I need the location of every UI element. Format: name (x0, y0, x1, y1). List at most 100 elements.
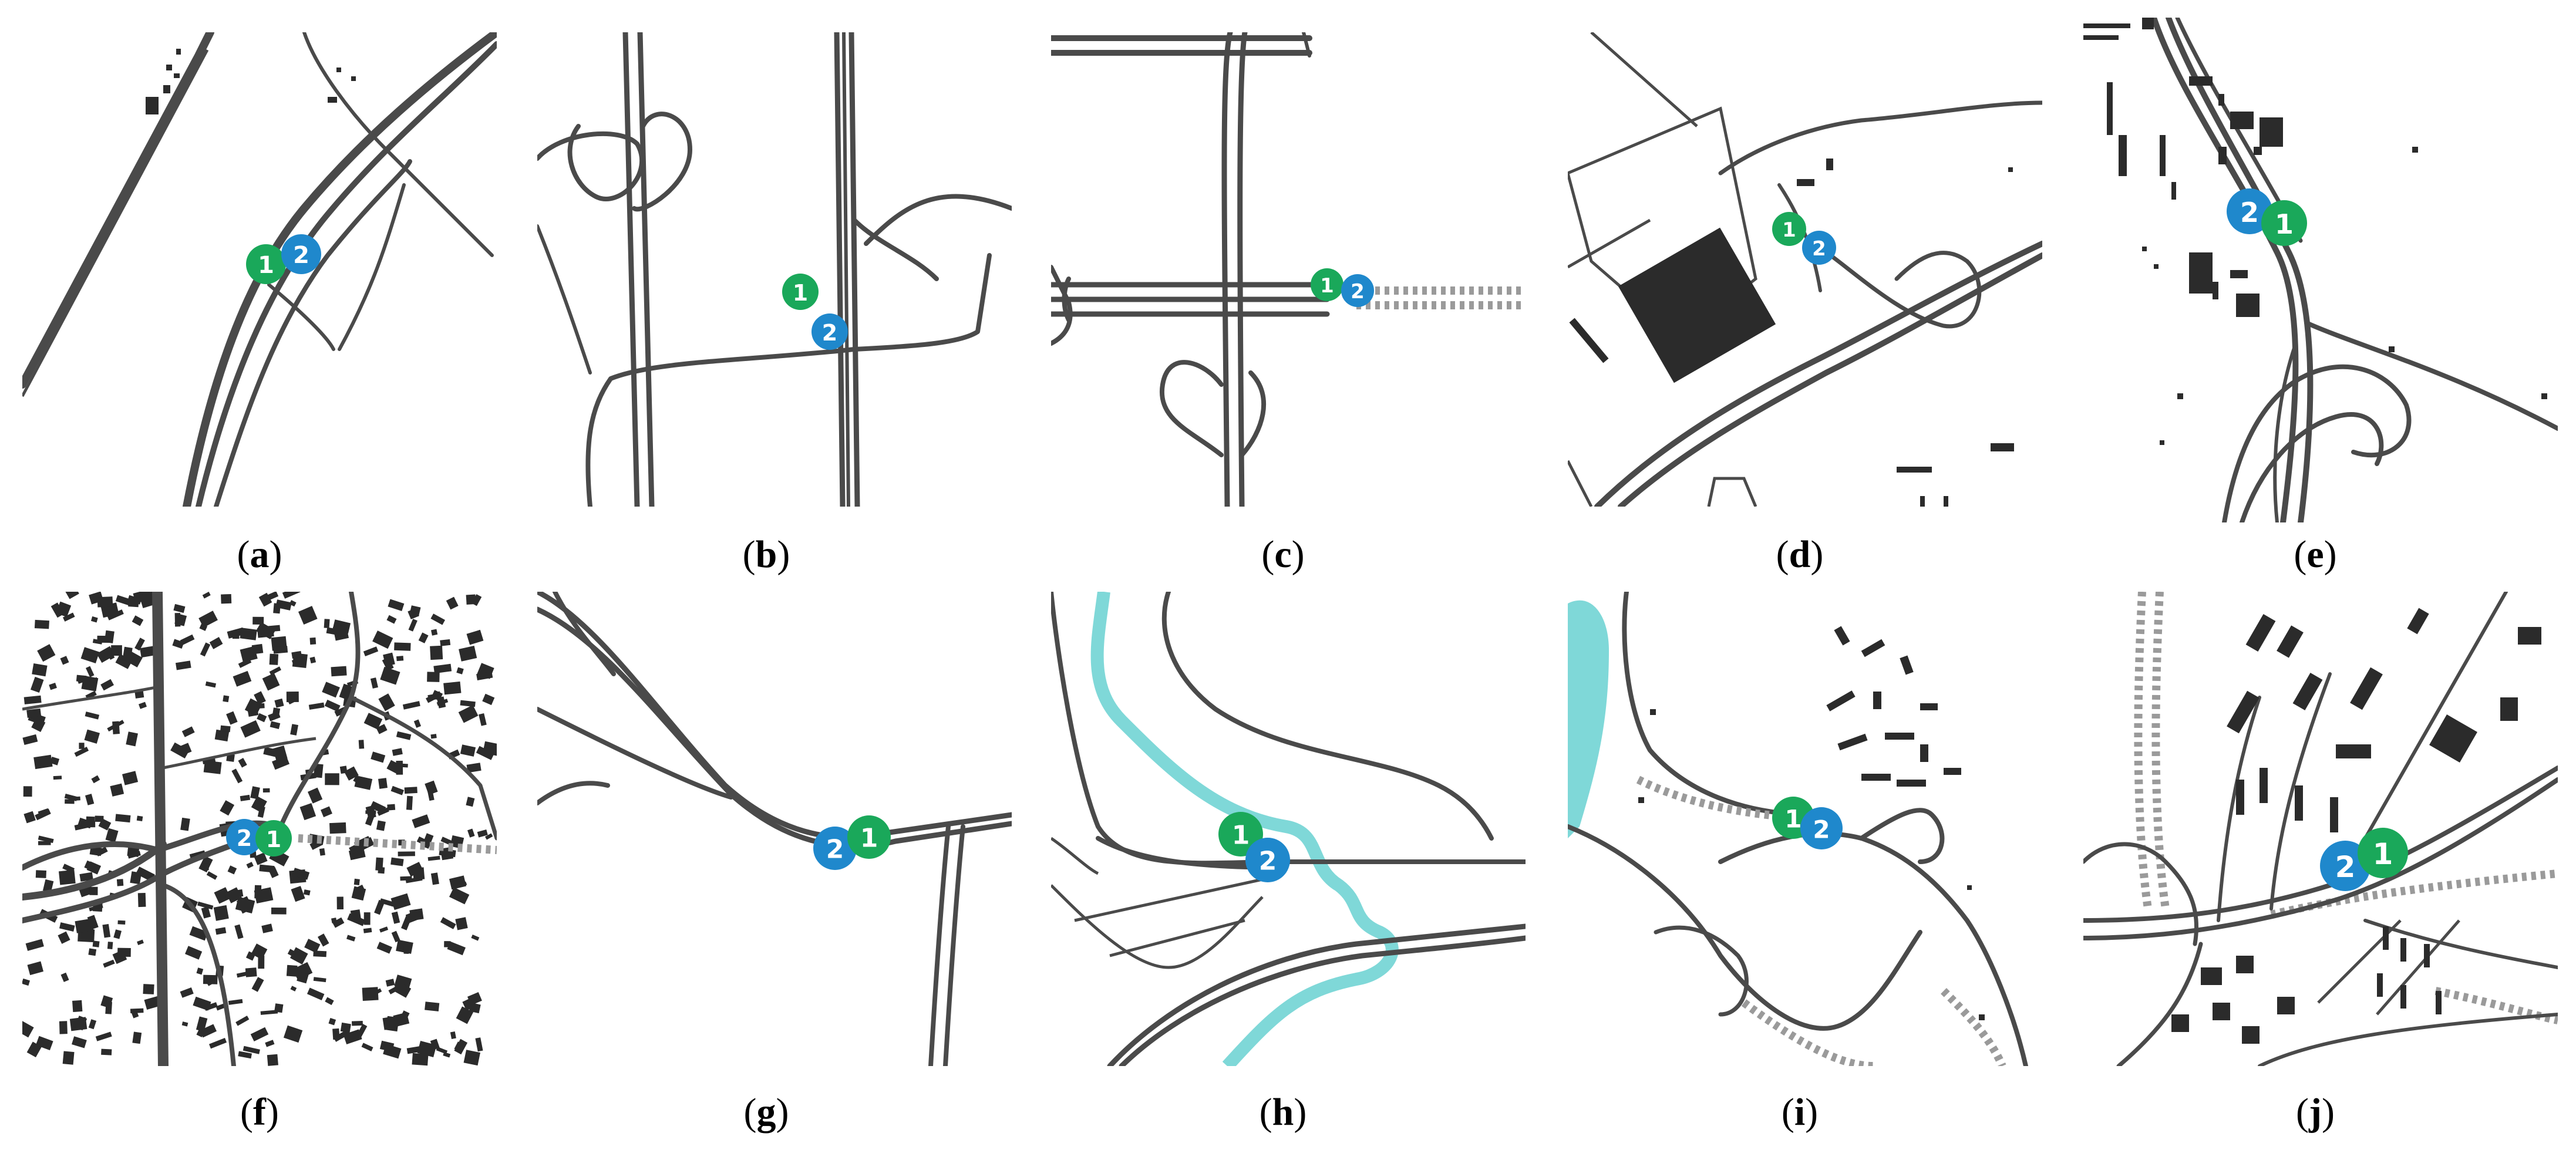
svg-text:1: 1 (1320, 274, 1334, 298)
building (214, 729, 230, 742)
building (87, 915, 99, 930)
building (144, 996, 161, 1010)
marker-2[interactable]: 2 (1800, 807, 1843, 849)
building (450, 1031, 456, 1039)
markers: 1 2 (1772, 212, 1836, 265)
building (115, 814, 131, 823)
building (112, 721, 120, 734)
marker-1[interactable]: 1 (782, 274, 819, 310)
building (26, 708, 42, 718)
building (53, 775, 62, 780)
marker-1[interactable]: 1 (1311, 268, 1343, 301)
building (382, 657, 394, 671)
building (257, 713, 267, 723)
building (313, 950, 327, 957)
building (430, 872, 439, 885)
building (274, 1003, 284, 1013)
building (372, 630, 393, 649)
svg-text:1: 1 (1784, 805, 1801, 834)
building (225, 887, 242, 903)
building (79, 743, 85, 749)
building (132, 1031, 142, 1044)
svg-text:2: 2 (293, 242, 309, 269)
building (268, 711, 281, 721)
marker-1[interactable]: 1 (1772, 212, 1806, 246)
building (181, 1021, 188, 1027)
building (388, 599, 405, 611)
buildings (1797, 158, 2014, 507)
building (406, 1046, 422, 1054)
marker-2[interactable]: 2 (1802, 231, 1836, 265)
building (433, 663, 452, 674)
building (466, 763, 481, 773)
building (75, 918, 94, 933)
building (235, 896, 255, 913)
building (65, 592, 79, 599)
building (392, 981, 412, 998)
marker-1[interactable]: 1 (847, 815, 891, 859)
marker-1[interactable]: 1 (246, 244, 286, 284)
building (365, 813, 375, 826)
building (324, 619, 330, 629)
building (80, 647, 100, 664)
building (392, 748, 403, 756)
building (396, 656, 404, 662)
building (134, 638, 145, 651)
marker-2[interactable]: 2 (1245, 838, 1290, 882)
building (363, 713, 383, 730)
markers: 2 1 (2320, 828, 2408, 891)
building (65, 799, 75, 804)
building (174, 613, 187, 626)
building (59, 1021, 68, 1034)
marker-2[interactable]: 2 (813, 827, 857, 870)
building (59, 922, 75, 932)
building (181, 726, 195, 737)
building (193, 996, 211, 1011)
building (137, 939, 144, 946)
building (479, 713, 487, 726)
building (292, 868, 310, 880)
building (269, 666, 281, 676)
building (377, 807, 389, 816)
building (62, 864, 75, 874)
building (404, 787, 417, 794)
marker-2[interactable]: 2 (226, 819, 262, 855)
building (412, 814, 430, 828)
building (89, 846, 102, 856)
markers: 1 2 (1311, 268, 1374, 307)
building (336, 896, 344, 910)
building (351, 886, 366, 901)
building (286, 964, 298, 977)
marker-2[interactable]: 2 (811, 313, 848, 350)
building (343, 1029, 362, 1044)
building (308, 787, 323, 804)
map-panel-b: 1 2 (537, 32, 1012, 507)
marker-2[interactable]: 2 (1341, 274, 1374, 307)
svg-text:1: 1 (2373, 837, 2393, 871)
building (371, 751, 386, 763)
marker-1[interactable]: 1 (255, 820, 292, 856)
buildings (2083, 18, 2547, 445)
building (418, 632, 429, 643)
building (427, 855, 440, 861)
building (72, 1036, 87, 1048)
caption-g: (g) (743, 1091, 789, 1134)
building (37, 644, 56, 662)
building (406, 795, 413, 810)
building (393, 1012, 410, 1027)
building (463, 1050, 480, 1066)
svg-text:2: 2 (822, 320, 837, 346)
map-panel-g: 2 1 (537, 592, 1012, 1066)
building (289, 600, 297, 607)
marker-1[interactable]: 1 (2358, 828, 2408, 878)
building (378, 778, 388, 789)
marker-2[interactable]: 2 (2227, 188, 2272, 234)
marker-1[interactable]: 1 (2261, 200, 2307, 246)
svg-text:1: 1 (258, 252, 274, 279)
markers: 1 2 (1772, 797, 1843, 849)
building (38, 841, 51, 845)
svg-text:1: 1 (2275, 208, 2294, 240)
marker-2[interactable]: 2 (281, 234, 321, 274)
building (408, 608, 419, 620)
building (235, 1016, 250, 1026)
